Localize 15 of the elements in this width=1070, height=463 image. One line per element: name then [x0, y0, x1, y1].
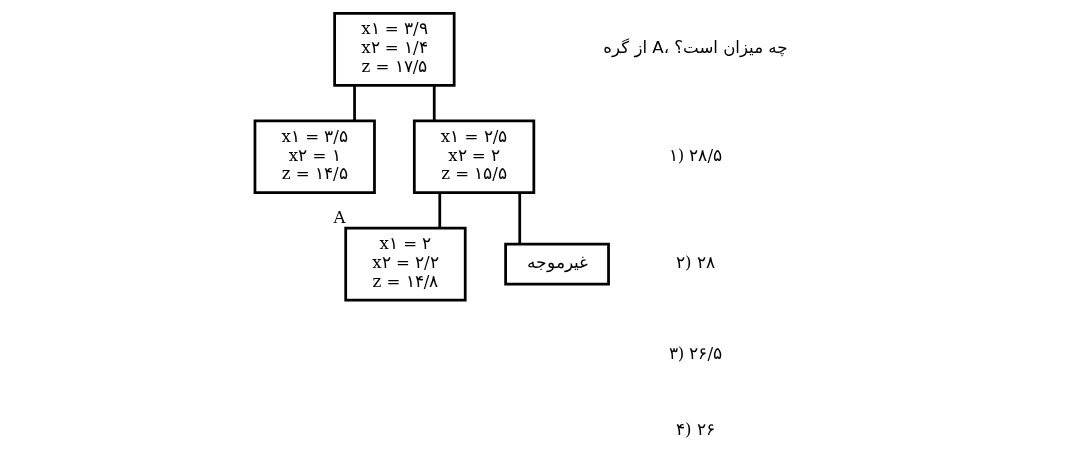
node-box: x۱ = ۳/۵ x۲ = ۱ z = ۱۴/۵	[253, 118, 376, 194]
connector	[517, 192, 521, 244]
connector	[352, 84, 356, 121]
node-box: x۱ = ۲ x۲ = ۲/۲ z = ۱۴/۸	[343, 226, 467, 301]
connector	[432, 84, 436, 121]
node-box: غیرموجه	[503, 242, 610, 285]
node-label: A	[333, 207, 346, 227]
label: ۲) ۲۸	[675, 252, 715, 272]
label: ۱) ۲۸/۵	[668, 145, 722, 165]
node-box: x۱ = ۳/۹ x۲ = ۱/۴ z = ۱۷/۵	[332, 11, 456, 87]
label: ۴) ۲۶	[675, 419, 715, 439]
connector	[437, 192, 441, 228]
label: ۳) ۲۶/۵	[668, 343, 722, 363]
node-box: x۱ = ۲/۵ x۲ = ۲ z = ۱۵/۵	[412, 118, 535, 194]
label: از گره A، چه میزان است؟	[602, 37, 787, 57]
